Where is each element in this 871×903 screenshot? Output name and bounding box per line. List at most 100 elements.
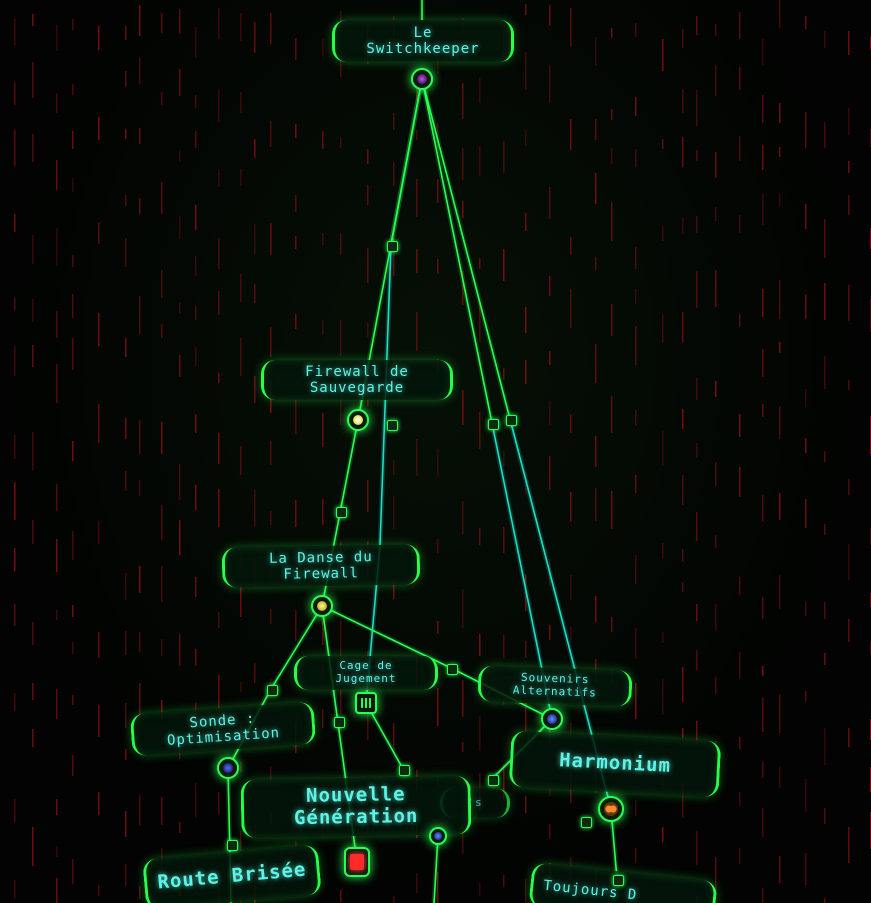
code-rain-streak [437, 179, 439, 203]
code-rain-streak [393, 496, 395, 529]
cage-icon[interactable] [355, 692, 377, 714]
link-knot [505, 414, 517, 426]
code-rain-streak [416, 873, 418, 893]
blue-orb-icon[interactable] [541, 708, 563, 730]
code-rain-streak [139, 566, 141, 593]
code-rain-streak [322, 320, 324, 334]
code-rain-streak [195, 783, 197, 818]
link-knot [335, 506, 347, 518]
code-rain-streak [240, 13, 242, 41]
code-rain-streak [98, 222, 100, 244]
code-rain-streak [14, 346, 16, 376]
code-rain-streak [549, 719, 551, 744]
code-rain-streak [824, 602, 826, 619]
code-rain-streak [125, 195, 127, 206]
code-rain-streak [393, 723, 395, 751]
code-rain-streak [762, 145, 764, 170]
code-rain-streak [462, 825, 464, 854]
code-rain-streak [161, 797, 163, 825]
code-rain-streak [595, 173, 597, 204]
code-rain-streak [479, 146, 481, 176]
code-rain-streak [125, 703, 127, 728]
code-rain-streak [240, 338, 242, 376]
node-label-firewall-sauvegarde[interactable]: Firewall de Sauvegarde [261, 360, 453, 400]
code-rain-streak [195, 306, 197, 320]
glowing-orb-icon[interactable] [311, 595, 333, 617]
code-rain-streak [739, 136, 741, 161]
code-rain-streak [848, 161, 850, 173]
code-rain-streak [437, 872, 439, 903]
code-rain-streak [762, 597, 764, 619]
code-rain-streak [367, 185, 369, 205]
code-rain-streak [139, 58, 141, 84]
code-rain-streak [72, 755, 74, 776]
code-rain-streak [270, 223, 272, 255]
code-rain-streak [696, 721, 698, 742]
code-rain-streak [254, 376, 256, 403]
code-rain-streak [56, 799, 58, 815]
code-rain-streak [72, 695, 74, 705]
code-rain-streak [503, 765, 505, 799]
code-rain-streak [503, 368, 505, 380]
code-rain-streak [682, 89, 684, 113]
twin-flame-icon[interactable] [598, 796, 624, 822]
code-rain-streak [295, 236, 297, 249]
masked-face-icon[interactable] [411, 68, 433, 90]
code-rain-streak [322, 39, 324, 56]
code-rain-streak [139, 632, 141, 652]
node-label-harmonium[interactable]: Harmonium [508, 730, 722, 798]
code-rain-streak [161, 505, 163, 540]
link-knot [333, 716, 345, 728]
code-rain-streak [682, 582, 684, 592]
blue-orb-icon[interactable] [429, 827, 447, 845]
code-rain-streak [611, 148, 613, 164]
code-rain-streak [662, 632, 664, 643]
code-rain-streak [32, 729, 34, 747]
code-rain-streak [254, 224, 256, 255]
code-rain-streak [779, 575, 781, 609]
code-rain-streak [462, 680, 464, 717]
code-rain-streak [125, 471, 127, 491]
code-rain-streak [393, 162, 395, 186]
code-rain-streak [340, 11, 342, 24]
code-rain-streak [270, 441, 272, 465]
code-rain-streak [570, 627, 572, 642]
code-rain-streak [72, 84, 74, 95]
code-rain-streak [715, 677, 717, 694]
code-rain-streak [762, 404, 764, 417]
code-rain-streak [595, 596, 597, 622]
code-rain-streak [179, 302, 181, 314]
node-label-switchkeeper[interactable]: Le Switchkeeper [332, 20, 514, 62]
code-rain-streak [715, 604, 717, 631]
code-rain-streak [696, 150, 698, 161]
code-rain-streak [503, 875, 505, 887]
node-label-souvenirs-alternatifs[interactable]: Souvenirs Alternatifs [477, 665, 633, 707]
code-rain-streak [14, 435, 16, 459]
node-label-cage-jugement[interactable]: Cage de Jugement [294, 656, 438, 690]
code-rain-streak [779, 0, 781, 28]
code-rain-streak [393, 581, 395, 599]
code-rain-streak [416, 312, 418, 351]
code-rain-streak [72, 531, 74, 560]
glowing-orb-icon[interactable] [347, 409, 369, 431]
code-rain-streak [762, 289, 764, 317]
code-rain-streak [367, 248, 369, 283]
code-rain-streak [479, 78, 481, 103]
code-rain-streak [195, 577, 197, 597]
skill-link [270, 605, 323, 690]
code-rain-streak [125, 71, 127, 87]
code-rain-streak [779, 342, 781, 353]
code-rain-streak [635, 848, 637, 863]
code-rain-streak [195, 205, 197, 230]
code-rain-streak [682, 137, 684, 167]
probe-icon[interactable] [217, 757, 239, 779]
red-cube-icon[interactable] [344, 847, 370, 877]
node-label-danse-firewall[interactable]: La Danse du Firewall [221, 544, 421, 588]
code-rain-streak [662, 39, 664, 71]
code-rain-streak [503, 635, 505, 658]
code-rain-streak [762, 349, 764, 377]
code-rain-streak [72, 131, 74, 149]
code-rain-streak [595, 119, 597, 140]
code-rain-streak [549, 65, 551, 102]
